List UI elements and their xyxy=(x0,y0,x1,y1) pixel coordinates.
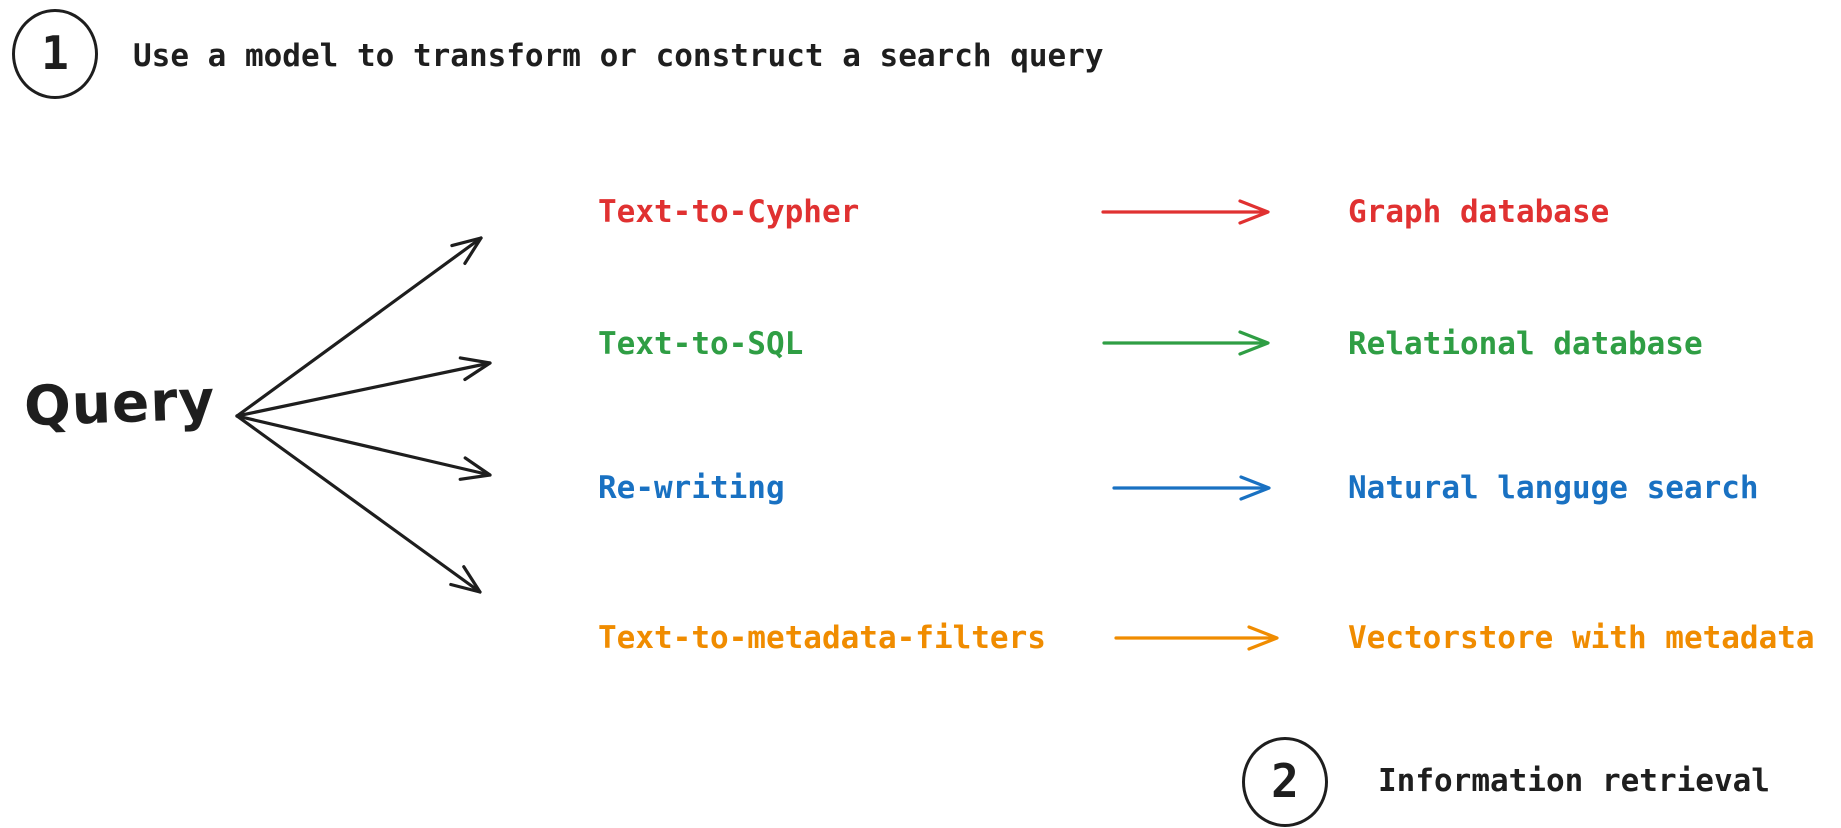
row-arrow-head xyxy=(1238,199,1270,225)
row-arrow xyxy=(1101,199,1270,225)
row-arrow-head xyxy=(1238,330,1270,356)
target-label-vectorstore-with-metadata: Vectorstore with metadata xyxy=(1348,620,1815,656)
method-label-re-writing: Re-writing xyxy=(598,470,785,506)
row-arrow xyxy=(1112,475,1271,501)
fan-arrow-head-0 xyxy=(450,236,483,265)
target-label-relational-database: Relational database xyxy=(1348,326,1703,362)
fan-arrow-head-3 xyxy=(449,565,482,594)
fan-arrow-head-1 xyxy=(458,356,492,382)
method-label-text-to-metadata-filters: Text-to-metadata-filters xyxy=(598,620,1046,656)
step-2-caption: Information retrieval xyxy=(1378,763,1770,799)
row-arrow xyxy=(1114,625,1279,651)
method-label-text-to-sql: Text-to-SQL xyxy=(598,326,804,362)
step-1-number: 1 xyxy=(41,26,69,80)
query-node-label: Query xyxy=(22,367,217,439)
target-label-natural-language-search: Natural languge search xyxy=(1348,470,1759,506)
step-2-number: 2 xyxy=(1271,754,1299,808)
fan-arrow-line-3 xyxy=(235,414,482,594)
fan-arrow-line-1 xyxy=(235,361,492,418)
fan-arrow-line-0 xyxy=(235,236,483,418)
target-label-graph-database: Graph database xyxy=(1348,194,1610,230)
step-1-badge: 1 xyxy=(12,9,98,99)
fan-arrow-line-2 xyxy=(235,414,492,477)
step-1-caption: Use a model to transform or construct a … xyxy=(133,38,1104,74)
fan-arrow-head-2 xyxy=(458,456,492,481)
method-label-text-to-cypher: Text-to-Cypher xyxy=(598,194,860,230)
step-2-badge: 2 xyxy=(1242,737,1328,827)
query-fan-arrows xyxy=(235,236,492,594)
row-arrow xyxy=(1102,330,1270,356)
row-arrow-head xyxy=(1239,475,1271,501)
row-arrow-head xyxy=(1247,625,1279,651)
